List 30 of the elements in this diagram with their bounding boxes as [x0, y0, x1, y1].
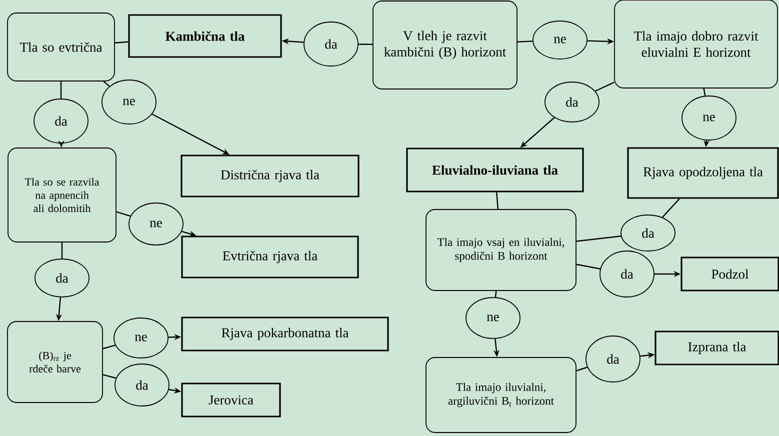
soil-type-box: Kambična tla — [128, 14, 282, 58]
question-box: Tla imajo dobro razvit eluvialni E horizont — [614, 0, 778, 88]
soil-type-box: Evtrična rjava tla — [181, 236, 359, 278]
answer-oval: da — [586, 336, 640, 382]
answer-oval: ne — [114, 318, 168, 358]
question-box: (B)$_{rz}$ je rdeče barve — [7, 321, 103, 403]
answer-oval: ne — [532, 20, 588, 60]
soil-type-box: Rjava opodzoljena tla — [627, 147, 779, 199]
answer-oval: da — [600, 250, 654, 298]
soil-type-box: Eluvialno-iluviana tla — [406, 148, 584, 192]
answer-oval: ne — [682, 96, 736, 140]
soil-type-box: Izprana tla — [654, 330, 779, 366]
answer-oval: da — [34, 98, 88, 144]
answer-oval: da — [304, 22, 358, 66]
question-box: Tla imajo iluvialni, argiluvični B$_{t}$ horizont — [426, 357, 576, 433]
soil-type-box: Rjava pokarbonatna tla — [181, 316, 389, 352]
answer-oval: ne — [102, 80, 156, 124]
question-box: Tla imajo vsaj en iluvialni, spodični B horizont — [426, 209, 576, 291]
soil-type-box: Jerovica — [181, 382, 281, 418]
answer-oval: ne — [128, 202, 184, 246]
answer-oval: da — [544, 82, 600, 122]
question-box: Tla so evtrična — [7, 12, 115, 82]
question-box: Tla so se razvila na apnencih ali dolomitih — [8, 148, 116, 242]
soil-type-box: Podzol — [680, 256, 779, 292]
soil-type-box: Distrična rjava tla — [180, 154, 360, 198]
answer-oval: ne — [466, 297, 520, 339]
answer-oval: da — [34, 258, 90, 298]
answer-oval: da — [114, 364, 170, 406]
answer-oval: da — [620, 214, 676, 252]
question-box: V tleh je razvit kambični (B) horizont — [372, 0, 518, 90]
